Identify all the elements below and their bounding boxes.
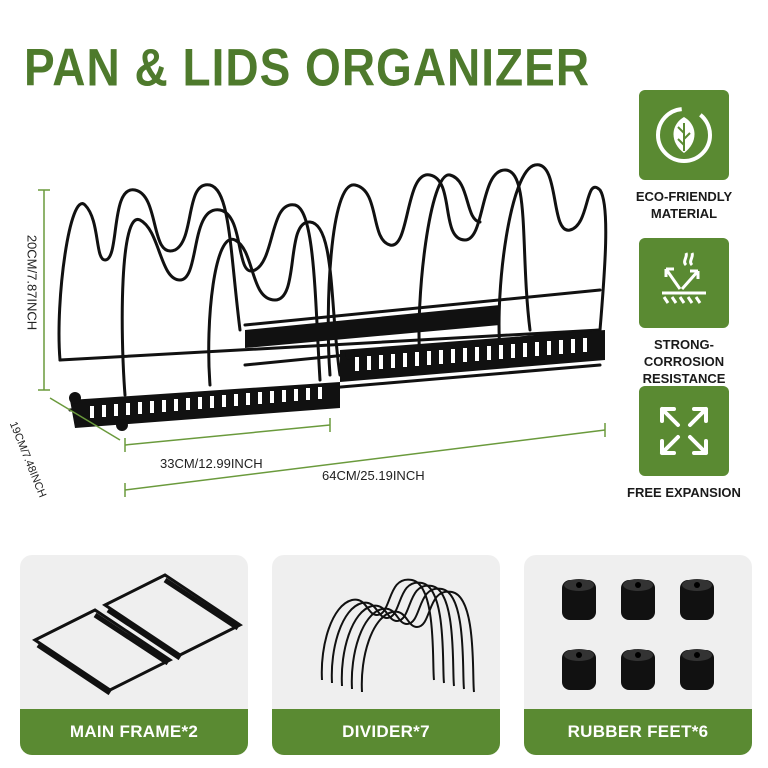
feature-eco-friendly: ECO-FRIENDLY MATERIAL <box>619 90 749 222</box>
page-title: PAN & LIDS ORGANIZER <box>24 37 591 97</box>
max-width-dimension: 64CM/25.19INCH <box>322 468 425 483</box>
feature-label: STRONG-CORROSION RESISTANCE <box>642 337 726 386</box>
expand-arrows-icon <box>639 386 729 476</box>
component-card-rubber-feet: RUBBER FEET*6 <box>524 555 752 755</box>
feature-corrosion-resistance: STRONG-CORROSION RESISTANCE <box>619 238 749 387</box>
component-card-main-frame: MAIN FRAME*2 <box>20 555 248 755</box>
corrosion-icon <box>639 238 729 328</box>
rubber-foot-icon <box>562 579 714 690</box>
organizer-illustration <box>38 163 608 497</box>
feature-label: FREE EXPANSION <box>627 485 741 500</box>
divider-icon <box>320 578 475 693</box>
component-label: DIVIDER*7 <box>272 709 500 755</box>
frame-icon <box>32 573 243 696</box>
feature-label: ECO-FRIENDLY MATERIAL <box>635 189 733 221</box>
height-dimension: 20CM/7.87INCH <box>24 234 40 331</box>
feature-free-expansion: FREE EXPANSION <box>619 386 749 501</box>
component-label: RUBBER FEET*6 <box>524 709 752 755</box>
component-card-divider: DIVIDER*7 <box>272 555 500 755</box>
leaf-icon <box>639 90 729 180</box>
min-width-dimension: 33CM/12.99INCH <box>160 456 263 471</box>
component-label: MAIN FRAME*2 <box>20 709 248 755</box>
